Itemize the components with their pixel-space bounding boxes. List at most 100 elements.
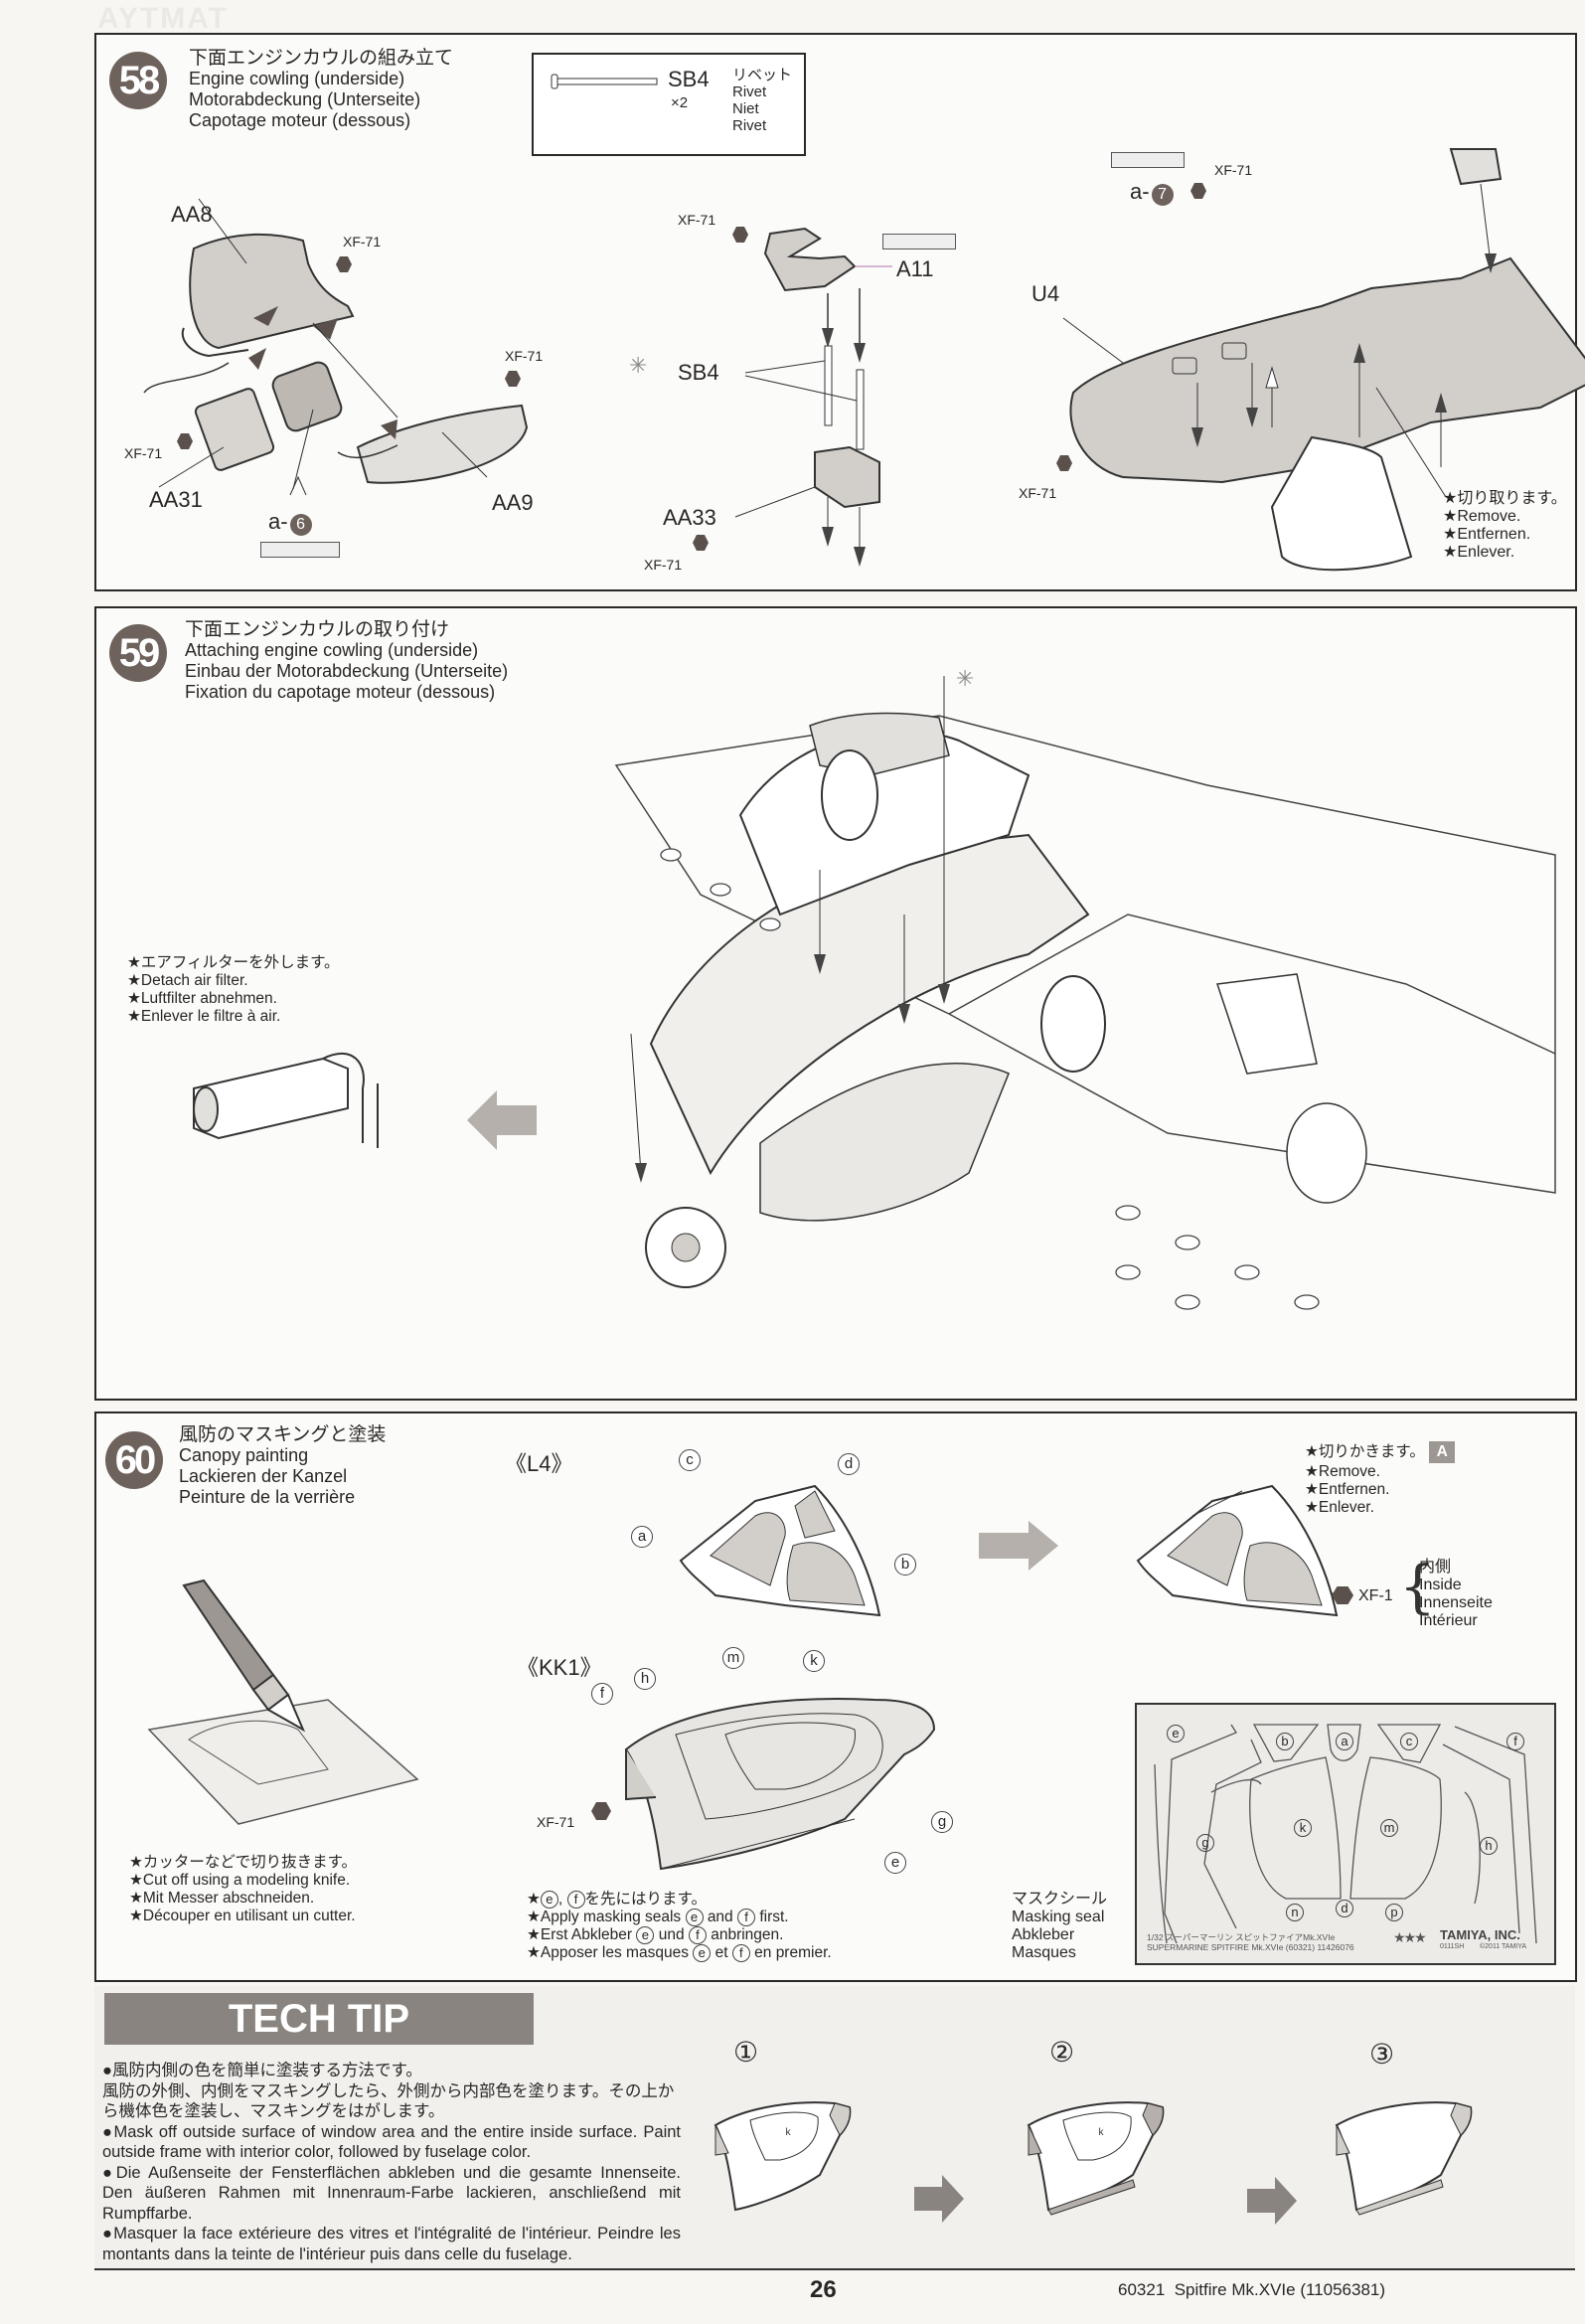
sheet-seal-a: a	[1336, 1733, 1353, 1750]
stage-1-canopy: k	[713, 2101, 852, 2212]
part-label-a11: A11	[896, 256, 934, 281]
masking-sheet: e b a c f g k m h n d p 1/32 スーパーマーリン スピ…	[1135, 1703, 1556, 1965]
parts-box-name-jp: リベット	[732, 67, 793, 83]
tech-tip-en: ●Mask off outside surface of window area…	[102, 2122, 681, 2162]
stage-1-label: ①	[733, 2037, 759, 2068]
kk1-seal-h: h	[634, 1668, 656, 1690]
seal-label: e	[693, 1944, 712, 1962]
masking-seal-label-de: Abkleber	[1012, 1926, 1075, 1943]
decal-sheet-icon	[882, 234, 956, 249]
part-label-aa9: AA9	[492, 490, 534, 515]
knife-cutting-diagram	[147, 1578, 419, 1825]
paint-chip-icon	[177, 433, 193, 449]
kk1-seal-m: m	[722, 1647, 744, 1669]
seal-label: m	[722, 1647, 744, 1669]
knife-note-fr: ★Découper en utilisant un cutter.	[129, 1908, 356, 1924]
rivet-icon	[551, 74, 658, 89]
masking-sheet-outlines	[1154, 1724, 1537, 1944]
part-label-kk1: 《KK1》	[517, 1655, 602, 1680]
remove-note-58-fr: ★Enlever.	[1443, 544, 1515, 561]
seal-order-fr-prefix: ★Apposer les masques	[527, 1944, 689, 1961]
next-arrow-icon	[979, 1521, 1058, 1571]
parts-box-name-en: Rivet	[732, 83, 767, 100]
sheet-seal-n: n	[1286, 1904, 1304, 1921]
cowling-u4-diagram	[1062, 148, 1585, 572]
paint-chip-icon	[1056, 455, 1072, 471]
knife-note-de: ★Mit Messer abschneiden.	[129, 1890, 315, 1907]
remove-note-58: ★切り取ります。 ★Remove. ★Entfernen. ★Enlever.	[1443, 490, 1567, 562]
footer-title: 60321 Spitfire Mk.XVIe (11056381)	[1118, 2280, 1386, 2299]
parts-box-qty: ×2	[671, 94, 689, 111]
step-58-title-jp: 下面エンジンカウルの組み立て	[189, 48, 454, 69]
seal-label: h	[634, 1668, 656, 1690]
sheet-seal-m: m	[1380, 1819, 1398, 1837]
stage-arrow-icon	[1247, 2177, 1297, 2225]
tech-tip-de: ●Die Außenseite der Fensterflächen abkle…	[102, 2163, 681, 2223]
seal-label: e	[540, 1891, 558, 1909]
seal-label: e	[685, 1909, 704, 1926]
seal-label: b	[894, 1554, 916, 1576]
seal-order-fr-suffix: en premier.	[754, 1944, 832, 1961]
brace-icon: {	[1399, 1553, 1436, 1620]
seal-label: f	[737, 1909, 755, 1926]
decal-a6: a-6	[268, 509, 312, 536]
part-label-aa8: AA8	[171, 202, 213, 227]
parts-box-names: リベット Rivet Niet Rivet	[732, 67, 792, 134]
decal-a7: a-7	[1130, 179, 1174, 206]
stage-2-canopy: k	[1027, 2101, 1165, 2216]
rivet-linkage-diagram	[734, 227, 892, 567]
canopy-l4-cut-diagram	[1136, 1484, 1347, 1617]
stage-seal-k: k	[786, 2127, 792, 2138]
seal-order-en-mid: and	[707, 1909, 733, 1925]
remove-note-58-en: ★Remove.	[1443, 508, 1521, 525]
tech-tip-jp-1: ●風防内側の色を簡単に塗装する方法です。	[102, 2062, 422, 2079]
cement-icon: ✳	[629, 353, 648, 378]
sheet-seal-k: k	[1294, 1819, 1312, 1837]
part-label-u4: U4	[1031, 281, 1060, 306]
paint-label-xf71-aa31: XF-71	[124, 445, 163, 461]
seal-order-de-suffix: anbringen.	[711, 1926, 784, 1943]
seal-label: c	[679, 1449, 701, 1471]
seal-label: f	[591, 1683, 613, 1705]
seal-order-note-de: ★Erst Abkleber e und f anbringen.	[527, 1926, 832, 1944]
inside-note-de: Innenseite	[1419, 1594, 1493, 1611]
seal-label: f	[566, 1891, 585, 1909]
decal-a7-prefix: a-	[1130, 179, 1150, 204]
watermark: AYTMAT	[97, 2, 229, 35]
cut-note-badge: A	[1429, 1441, 1456, 1463]
page-number: 26	[810, 2276, 837, 2303]
cowling-intake-diagram	[143, 198, 529, 496]
seal-order-fr-mid: et	[714, 1944, 728, 1961]
masking-seal-label-jp: マスクシール	[1012, 1891, 1108, 1908]
part-label-l4: 《L4》	[505, 1451, 573, 1476]
paint-label-xf71-aa8: XF-71	[343, 234, 382, 249]
stage-2-label: ②	[1049, 2037, 1075, 2068]
sheet-seal-g: g	[1196, 1834, 1214, 1852]
cement-icon: ✳	[956, 666, 975, 691]
seal-label: g	[931, 1811, 953, 1833]
step-60-title-fr: Peinture de la verrière	[179, 1487, 356, 1507]
seal-order-jp-suffix: を先にはります。	[584, 1891, 707, 1908]
remove-note-58-jp: ★切り取ります。	[1443, 490, 1567, 507]
paint-label-xf71-kk1: XF-71	[537, 1814, 575, 1830]
part-label-aa33: AA33	[663, 505, 716, 530]
step-58-title: 下面エンジンカウルの組み立て Engine cowling (underside…	[189, 48, 453, 131]
part-label-sb4: SB4	[678, 360, 719, 385]
knife-note: ★カッターなどで切り抜きます。 ★Cut off using a modelin…	[129, 1854, 357, 1925]
air-filter-note-en: ★Detach air filter.	[127, 972, 248, 989]
parts-box-id: SB4	[668, 67, 710, 91]
inside-note-fr: Intérieur	[1419, 1612, 1478, 1629]
cut-note-60-fr: ★Enlever.	[1305, 1499, 1374, 1516]
paint-chip-icon	[1332, 1586, 1353, 1604]
step-60-title-en: Canopy painting	[179, 1445, 309, 1465]
step-58-title-en: Engine cowling (underside)	[189, 69, 405, 88]
kk1-seal-f: f	[591, 1683, 613, 1705]
footer-divider	[94, 2268, 1575, 2270]
l4-seal-a: a	[631, 1526, 653, 1548]
paint-chip-icon	[336, 256, 352, 272]
inside-note-en: Inside	[1419, 1577, 1462, 1593]
air-filter-diagram	[193, 1052, 379, 1148]
sheet-seal-h: h	[1480, 1837, 1498, 1855]
